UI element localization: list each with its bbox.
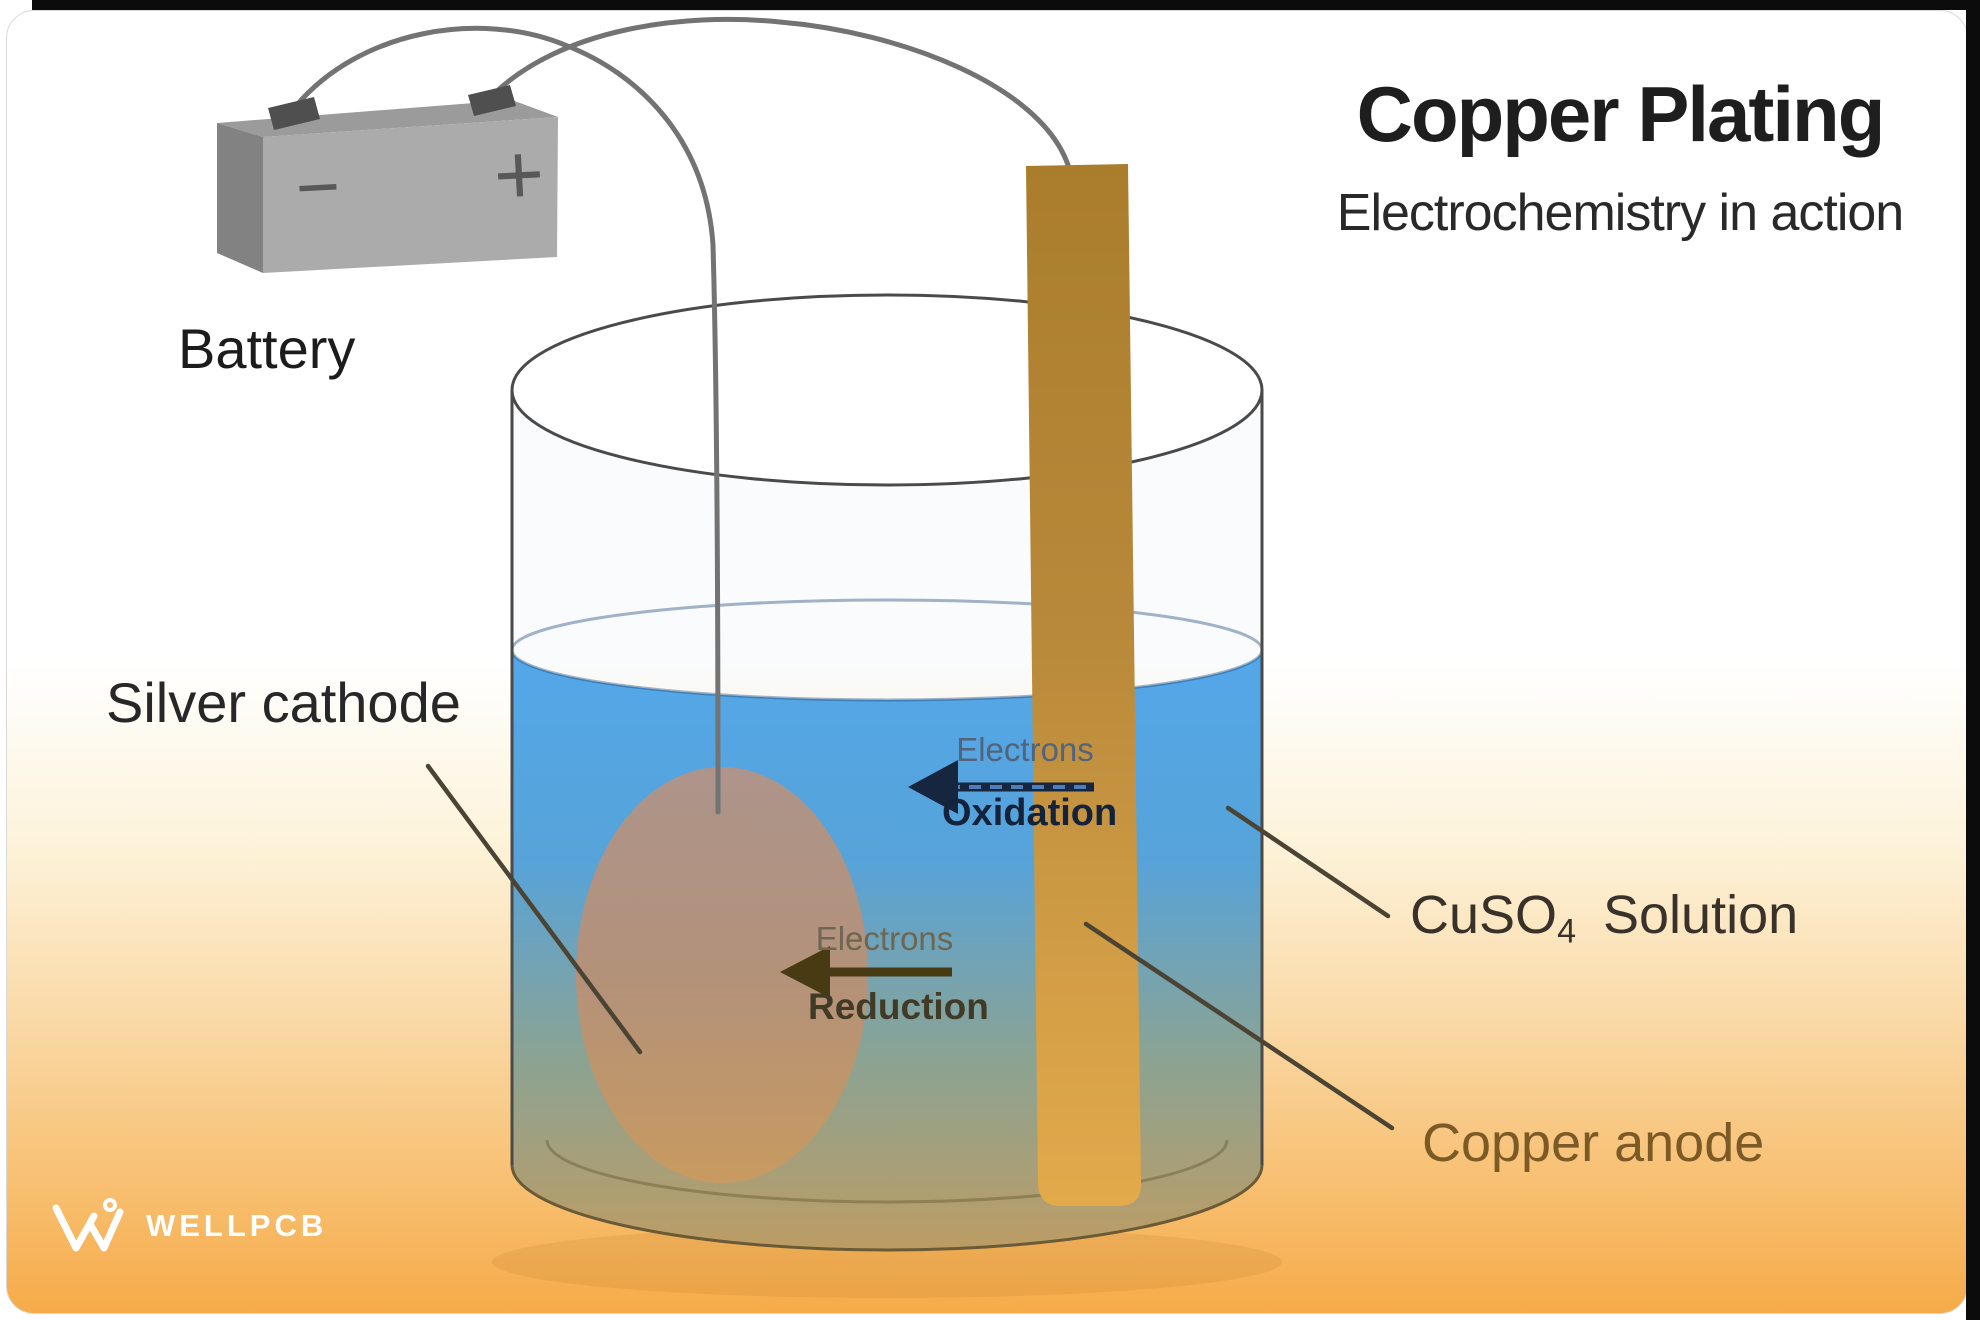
- cuso4-suffix: Solution: [1602, 885, 1799, 945]
- top-border-bar: [32, 0, 1980, 10]
- beaker-inner-bottom-edge: [545, 1139, 1229, 1204]
- silver-cathode-label: Silver cathode: [106, 671, 461, 734]
- oxidation-label: Oxidation: [942, 792, 1118, 834]
- battery-terminal-positive: [468, 85, 516, 116]
- wellpcb-logo-text: WELLPCB: [146, 1208, 328, 1243]
- battery-front-face: [263, 117, 558, 273]
- reduction-arrow-head: [780, 946, 830, 998]
- anode-wire: [491, 16, 1071, 168]
- copper-anode-leader-line: [1083, 921, 1395, 1131]
- battery-minus-symbol: −: [293, 143, 343, 232]
- silver-cathode-leader-line: [425, 763, 643, 1055]
- reduction-label: Reduction: [808, 986, 989, 1027]
- battery-plus-symbol: +: [491, 125, 547, 225]
- cuso4-leader-line: [1225, 805, 1391, 919]
- beaker-shadow: [492, 1226, 1282, 1298]
- battery-terminal-negative: [268, 97, 320, 130]
- cuso4-subscript: 4: [1557, 912, 1576, 951]
- beaker-bottom: [510, 1164, 1264, 1252]
- cuso4-formula: CuSO: [1410, 885, 1558, 945]
- silver-cathode: [576, 767, 868, 1183]
- oxidation-arrow-head: [908, 760, 958, 814]
- oxidation-electrons-label: Electrons: [956, 731, 1094, 768]
- cuso4-solution-label: CuSO4 Solution: [1410, 884, 1798, 952]
- wellpcb-logo-icon: [52, 1198, 124, 1252]
- cathode-wire: [293, 25, 721, 815]
- copper-anode-label: Copper anode: [1422, 1113, 1765, 1173]
- copper-anode-rod: [1026, 164, 1142, 1206]
- brand-watermark: WELLPCB: [50, 1196, 327, 1256]
- reduction-electrons-label: Electrons: [815, 920, 954, 957]
- page-title: Copper Plating: [1356, 70, 1886, 158]
- battery-side-face: [217, 123, 263, 273]
- title-block: Copper Plating Electrochemistry in actio…: [1280, 70, 1960, 242]
- battery-label: Battery: [178, 317, 356, 380]
- page-subtitle: Electrochemistry in action: [1336, 183, 1904, 242]
- right-border-bar: [1966, 0, 1980, 1320]
